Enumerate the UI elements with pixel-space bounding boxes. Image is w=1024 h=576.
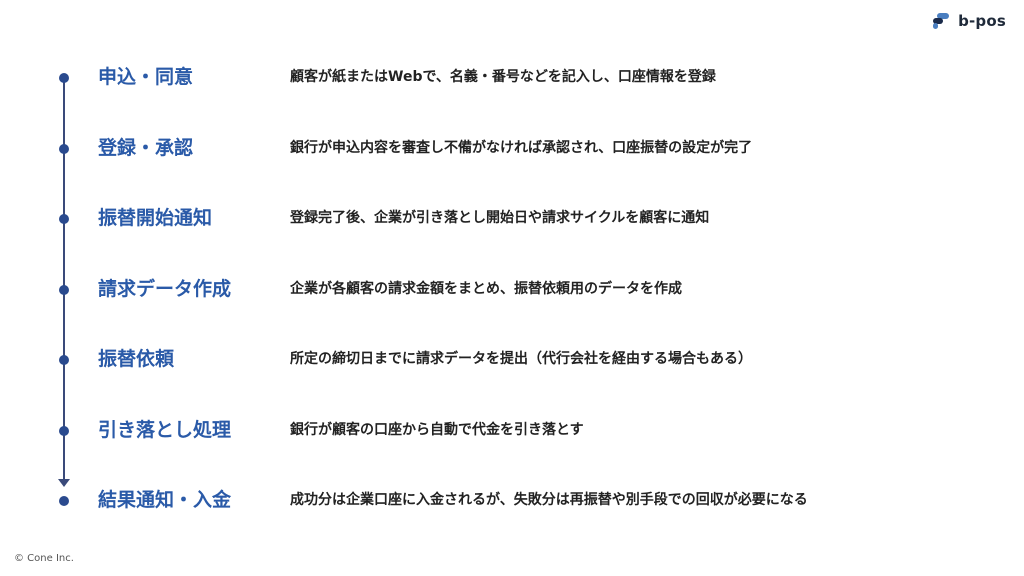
step-title: 引き落とし処理 xyxy=(98,419,232,441)
step-transfer-request: 振替依頼 所定の締切日までに請求データを提出（代行会社を経由する場合もある） xyxy=(0,344,1024,374)
step-dot xyxy=(59,426,69,436)
step-title: 振替開始通知 xyxy=(98,207,213,229)
step-title: 登録・承認 xyxy=(98,137,194,159)
step-debit-processing: 引き落とし処理 銀行が顧客の口座から自動で代金を引き落とす xyxy=(0,415,1024,445)
step-dot xyxy=(59,73,69,83)
step-dot xyxy=(59,355,69,365)
step-registration-approval: 登録・承認 銀行が申込内容を審査し不備がなければ承認され、口座振替の設定が完了 xyxy=(0,133,1024,163)
step-description: 銀行が申込内容を審査し不備がなければ承認され、口座振替の設定が完了 xyxy=(290,140,753,156)
brand-logo: b-pos xyxy=(932,12,1006,30)
step-title: 結果通知・入金 xyxy=(98,489,232,511)
step-result-notice-deposit: 結果通知・入金 成功分は企業口座に入金されるが、失敗分は再振替や別手段での回収が… xyxy=(0,485,1024,515)
step-description: 成功分は企業口座に入金されるが、失敗分は再振替や別手段での回収が必要になる xyxy=(290,492,808,508)
step-transfer-start-notice: 振替開始通知 登録完了後、企業が引き落とし開始日や請求サイクルを顧客に通知 xyxy=(0,203,1024,233)
step-description: 登録完了後、企業が引き落とし開始日や請求サイクルを顧客に通知 xyxy=(290,210,710,226)
copyright: © Cone Inc. xyxy=(14,553,74,564)
timeline-arrow-icon xyxy=(58,479,70,487)
step-dot xyxy=(59,144,69,154)
step-description: 企業が各顧客の請求金額をまとめ、振替依頼用のデータを作成 xyxy=(290,281,682,297)
step-title: 申込・同意 xyxy=(98,66,194,88)
step-billing-data-creation: 請求データ作成 企業が各顧客の請求金額をまとめ、振替依頼用のデータを作成 xyxy=(0,274,1024,304)
step-dot xyxy=(59,214,69,224)
step-description: 銀行が顧客の口座から自動で代金を引き落とす xyxy=(290,422,584,438)
step-apply-consent: 申込・同意 顧客が紙またはWebで、名義・番号などを記入し、口座情報を登録 xyxy=(0,62,1024,92)
step-title: 振替依頼 xyxy=(98,348,175,370)
step-dot xyxy=(59,285,69,295)
b-pos-logo-icon xyxy=(933,13,950,29)
step-description: 所定の締切日までに請求データを提出（代行会社を経由する場合もある） xyxy=(290,351,752,367)
step-dot xyxy=(59,496,69,506)
brand-name: b-pos xyxy=(958,12,1006,30)
step-description: 顧客が紙またはWebで、名義・番号などを記入し、口座情報を登録 xyxy=(290,69,716,85)
step-title: 請求データ作成 xyxy=(98,278,232,300)
timeline-line xyxy=(63,78,65,480)
